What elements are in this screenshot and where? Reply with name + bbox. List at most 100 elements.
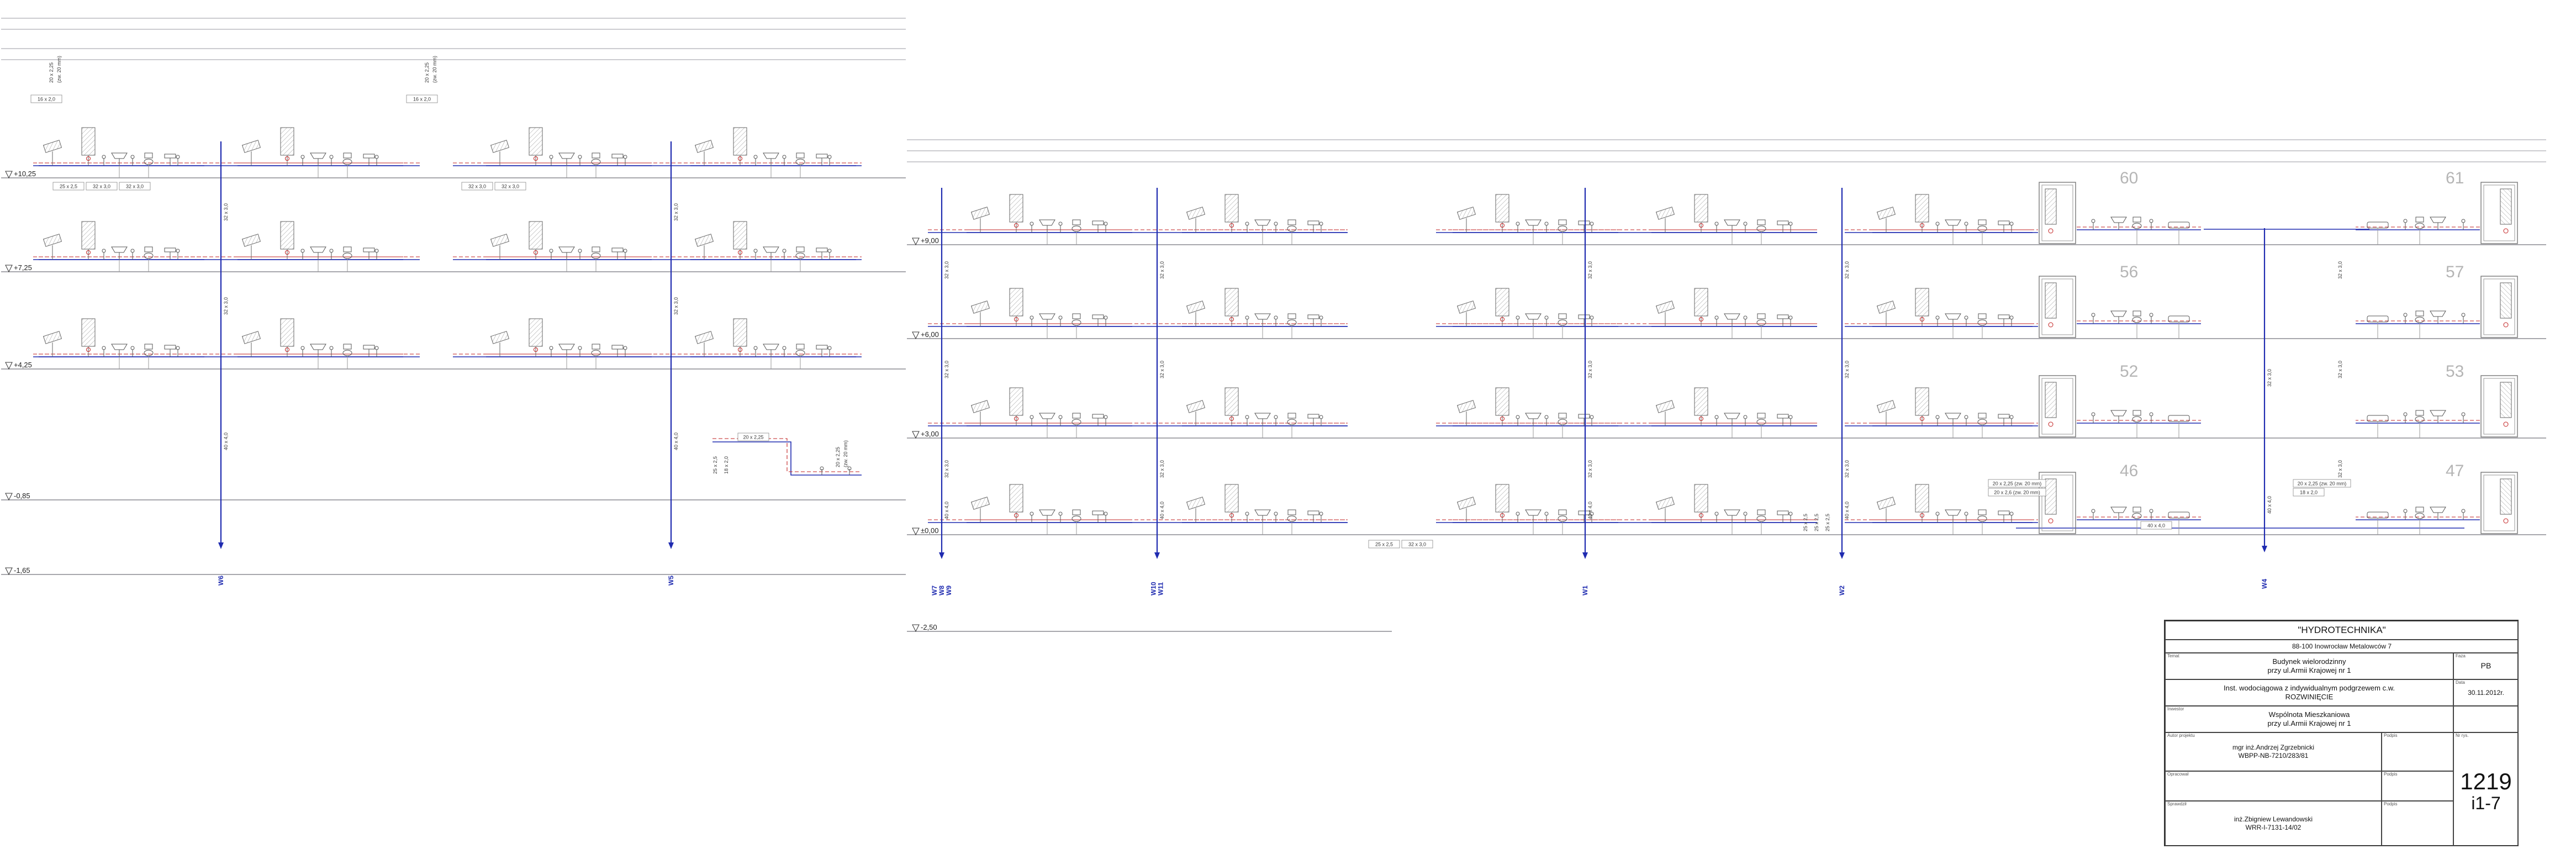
apartment-number: 47 — [2446, 462, 2464, 480]
pipe-dimension-label: (zw. 20 mm) — [56, 56, 62, 83]
riser-arrow-icon — [1154, 552, 1160, 559]
pipe-label-box — [1401, 540, 1433, 549]
pipe-dimension-label: 32 x 3,0 — [93, 184, 110, 189]
checked-label: Sprawdził — [2167, 801, 2187, 806]
title-block: "HYDROTECHNIKA" 88-100 Inowrocław Metalo… — [2164, 620, 2519, 846]
pipe-dimension-label: 40 x 4,0 — [1587, 502, 1593, 519]
pipe-label-box — [30, 94, 62, 103]
level-label: +3,00 — [921, 430, 939, 438]
pipe-dimension-label: 40 x 4,0 — [673, 433, 679, 450]
bathroom-unit — [2355, 472, 2518, 535]
fixture-group — [1872, 387, 2039, 439]
pipe-dimension-label: 16 x 2,0 — [413, 97, 431, 102]
subject-cell: Temat Budynek wielorodzinny przy ul.Armi… — [2165, 653, 2453, 679]
pipe-dimension-label: 40 x 4,0 — [944, 502, 949, 519]
pipe-dimension-label: 32 x 3,0 — [944, 460, 949, 478]
pipe-dimension-label: 25 x 2,5 — [1825, 514, 1830, 531]
pipe-dimension-label: 32 x 3,0 — [2337, 361, 2343, 378]
pipe-dimension-label: 32 x 3,0 — [1408, 542, 1426, 547]
fixture-group — [485, 127, 652, 178]
level-label: -1,65 — [14, 566, 30, 574]
investor-cell: Inwestor Wspólnota Mieszkaniowa przy ul.… — [2165, 706, 2453, 732]
investor-line2: przy ul.Armii Krajowej nr 1 — [2267, 719, 2351, 727]
author-cell: Autor projektu mgr inż.Andrzej Zgrzebnic… — [2165, 732, 2382, 771]
fixture-group — [966, 288, 1133, 339]
fixture-group — [1452, 288, 1619, 339]
fixture-group — [690, 221, 857, 272]
installation-cell: Inst. wodociągowa z indywidualnym podgrz… — [2165, 679, 2453, 706]
pipe-label-box — [1988, 488, 2046, 497]
pipe-dimension-label: 18 x 2,0 — [724, 456, 729, 474]
pipe-dimension-label: 20 x 2,25 — [49, 62, 54, 83]
fixture-group — [1651, 387, 1818, 439]
level-marker-icon — [912, 624, 920, 632]
apartment-number: 61 — [2446, 169, 2464, 187]
drawing-number: 1219 — [2460, 768, 2512, 794]
pipe-dimension-label: 32 x 3,0 — [223, 297, 229, 315]
apartment-number: 53 — [2446, 362, 2464, 381]
fixture-group — [485, 221, 652, 272]
level-marker-icon — [5, 362, 13, 370]
pipe-label-box — [1368, 540, 1400, 549]
pipe-dimension-label: 32 x 3,0 — [1587, 361, 1593, 378]
apartment-number: 52 — [2120, 362, 2138, 381]
fixture-group — [1452, 194, 1619, 245]
riser-label: W10 — [1150, 582, 1158, 595]
company-name: "HYDROTECHNIKA" — [2165, 621, 2519, 640]
fixture-group — [1651, 288, 1818, 339]
pipe-dimension-label: 32 x 3,0 — [944, 361, 949, 378]
author-signature-cell: Podpis — [2382, 732, 2453, 771]
pipe-dimension-label: 32 x 3,0 — [2337, 261, 2343, 279]
fixture-group — [966, 194, 1133, 245]
author-line1: mgr inż.Andrzej Zgrzebnicki — [2232, 743, 2315, 751]
pipe-dimension-label: 32 x 3,0 — [1844, 460, 1850, 478]
phase-label: Faza — [2456, 653, 2466, 658]
riser-arrow-icon — [668, 542, 674, 549]
subject-label: Temat — [2167, 653, 2179, 658]
prepared-signature-cell: Podpis — [2382, 771, 2453, 801]
bathroom-unit — [2355, 182, 2518, 245]
pipe-label-box — [461, 182, 493, 191]
subject-line1: Budynek wielorodzinny — [2272, 657, 2346, 666]
pipe-dimension-label: 25 x 2,5 — [712, 456, 718, 474]
tap-fixture — [847, 466, 852, 476]
pipe-dimension-label: 32 x 3,0 — [1159, 460, 1165, 478]
pipe-dimension-label: 32 x 3,0 — [1587, 460, 1593, 478]
apartment-number: 60 — [2120, 169, 2138, 187]
riser-label: W1 — [1581, 586, 1589, 595]
level-label: +9,00 — [921, 236, 939, 245]
cold-water-pipe — [712, 441, 862, 476]
pipe-dimension-label: 32 x 3,0 — [1159, 361, 1165, 378]
fixture-group — [1181, 288, 1348, 339]
pipe-dimension-label: 25 x 2,5 — [1375, 542, 1393, 547]
pipe-dimension-label: 20 x 2,25 — [743, 435, 763, 440]
fixture-group — [1872, 288, 2039, 339]
fixture-group — [1452, 387, 1619, 439]
pipe-label-box — [2293, 488, 2325, 497]
sheet-number: i1-7 — [2471, 793, 2501, 814]
pipe-label-box — [494, 182, 526, 191]
subject-line2: przy ul.Armii Krajowej nr 1 — [2267, 666, 2351, 674]
riser-label: W2 — [1838, 586, 1846, 595]
date-value: 30.11.2012r. — [2468, 688, 2504, 697]
pipe-dimension-label: 32 x 3,0 — [673, 297, 679, 315]
pipe-dimension-label: 32 x 3,0 — [2267, 369, 2272, 387]
riser-label: W8 — [938, 586, 946, 595]
pipe-label-box — [2140, 521, 2172, 530]
signature-label: Podpis — [2384, 733, 2398, 738]
pipe-dimension-label: 20 x 2,25 (zw. 20 mm) — [2298, 481, 2347, 487]
fixture-group — [1452, 484, 1619, 535]
checked-line2: WRR-I-7131-14/02 — [2245, 824, 2301, 831]
apartment-number: 56 — [2120, 263, 2138, 281]
pipe-label-box — [2293, 479, 2351, 488]
bathroom-unit — [2039, 375, 2202, 439]
pipe-dimension-label: 32 x 3,0 — [2337, 460, 2343, 478]
pipe-dimension-label: (zw. 20 mm) — [843, 440, 848, 467]
fixture-group — [1181, 194, 1348, 245]
date-label: Data — [2456, 680, 2465, 685]
author-label: Autor projektu — [2167, 733, 2195, 738]
bathroom-unit — [2039, 472, 2202, 535]
pipe-label-box — [737, 433, 769, 441]
bathroom-unit — [2039, 182, 2202, 245]
checked-signature-cell: Podpis — [2382, 801, 2453, 846]
